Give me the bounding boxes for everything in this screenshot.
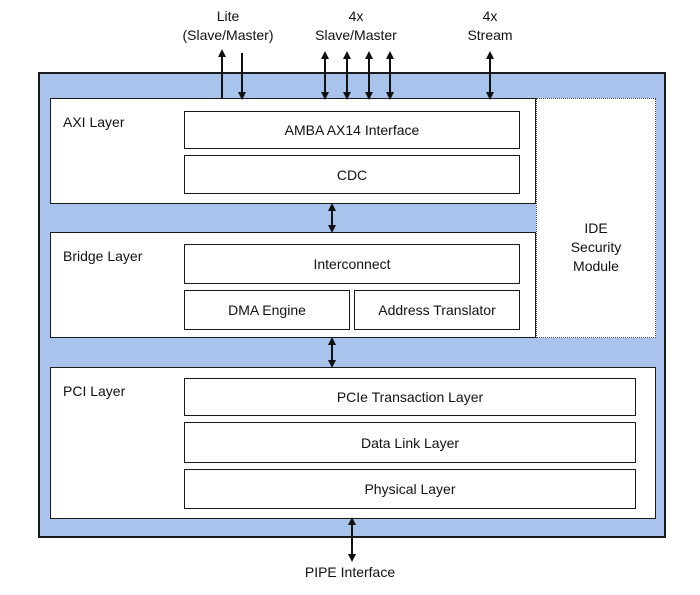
ide-label-line1: IDE xyxy=(584,220,608,236)
ide-security-module: IDE Security Module xyxy=(536,98,656,338)
pci-layer-title: PCI Layer xyxy=(63,383,126,399)
address-translator-block: Address Translator xyxy=(354,290,520,330)
data-link-layer-block: Data Link Layer xyxy=(184,422,636,463)
pcie-transaction-layer-block: PCIe Transaction Layer xyxy=(184,378,636,416)
amba-interface-block: AMBA AX14 Interface xyxy=(184,111,520,149)
ide-label-line3: Module xyxy=(573,258,619,274)
dma-engine-block: DMA Engine xyxy=(184,290,350,330)
cdc-block: CDC xyxy=(184,155,520,194)
stream-interface-label: 4x Stream xyxy=(450,7,530,45)
slave-master-interface-label: 4x Slave/Master xyxy=(300,7,412,45)
lite-label-line1: Lite xyxy=(216,8,240,24)
bridge-layer-title: Bridge Layer xyxy=(63,248,143,264)
slave-master-label-line1: 4x xyxy=(348,8,364,24)
axi-layer-title: AXI Layer xyxy=(63,114,125,130)
ide-module-label: IDE Security Module xyxy=(537,219,655,276)
ide-label-line2: Security xyxy=(570,239,622,255)
lite-interface-label: Lite (Slave/Master) xyxy=(170,7,286,45)
lite-label-line2: (Slave/Master) xyxy=(182,27,274,43)
slave-master-label-line2: Slave/Master xyxy=(315,27,397,43)
pipe-interface-label: PIPE Interface xyxy=(304,564,396,580)
stream-label-line2: Stream xyxy=(467,27,513,43)
stream-label-line1: 4x xyxy=(482,8,498,24)
interconnect-block: Interconnect xyxy=(184,244,520,284)
physical-layer-block: Physical Layer xyxy=(184,469,636,509)
